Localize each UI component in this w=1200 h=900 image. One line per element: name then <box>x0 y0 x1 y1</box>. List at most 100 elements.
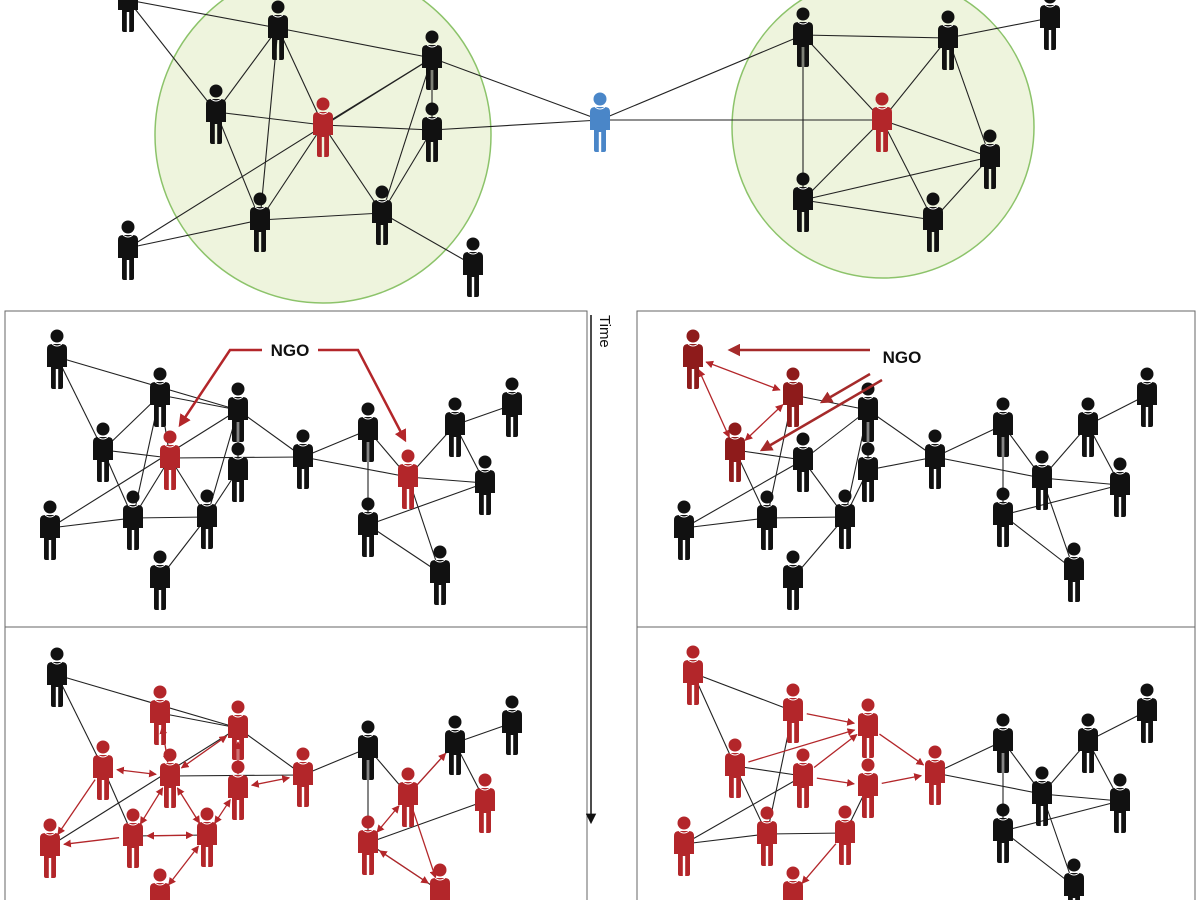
network-edge <box>683 459 804 529</box>
network-edge <box>1002 800 1121 832</box>
person-icon <box>783 550 803 610</box>
person-icon <box>118 220 138 280</box>
influence-arrow <box>881 773 923 784</box>
person-icon <box>475 773 495 833</box>
network-edge <box>881 119 934 221</box>
ngo-label-left: NGO <box>271 341 310 360</box>
person-icon <box>268 0 288 60</box>
network-edge <box>277 27 433 59</box>
network-edge <box>766 832 846 835</box>
influence-arrow <box>176 787 201 824</box>
person-icon <box>757 490 777 550</box>
network-edge <box>259 124 324 221</box>
influence-arrow <box>57 779 96 836</box>
person-icon <box>398 767 418 827</box>
influence-arrow <box>879 733 925 766</box>
person-icon <box>674 500 694 560</box>
person-icon <box>1137 367 1157 427</box>
ngo-arrow-left-1 <box>178 348 262 428</box>
network-edge <box>683 775 804 845</box>
person-icon <box>1110 773 1130 833</box>
network-edge <box>56 356 104 451</box>
person-icon <box>93 422 113 482</box>
network-edge <box>802 199 934 221</box>
person-icon <box>1064 858 1084 900</box>
person-icon <box>228 700 248 760</box>
network-edge <box>431 119 601 131</box>
network-edge <box>692 672 794 712</box>
person-icon <box>1078 713 1098 773</box>
influence-arrow <box>801 843 837 884</box>
influence-arrow <box>146 831 194 840</box>
person-icon <box>1040 0 1060 50</box>
network-edge <box>56 674 239 729</box>
network-edge <box>692 672 736 767</box>
network-edge <box>947 17 1051 39</box>
person-icon <box>358 815 378 875</box>
influence-arrow <box>806 713 856 726</box>
person-icon <box>47 329 67 389</box>
person-icon <box>160 430 180 490</box>
network-edge <box>56 356 239 411</box>
network-edge <box>322 124 383 214</box>
network-edge <box>381 212 474 266</box>
person-icon <box>293 747 313 807</box>
network-edge <box>215 27 279 113</box>
influence-arrow <box>416 752 447 786</box>
network-edge <box>259 212 383 221</box>
network-edge <box>159 394 239 411</box>
network-edge <box>1002 830 1075 887</box>
person-icon <box>206 84 226 144</box>
network-edge <box>367 482 486 526</box>
person-icon <box>160 748 180 808</box>
person-icon <box>1137 683 1157 743</box>
influence-arrow <box>744 404 784 441</box>
influence-arrow <box>214 799 231 824</box>
influence-arrow <box>116 766 157 778</box>
person-icon <box>980 129 1000 189</box>
network-edge <box>277 27 324 126</box>
network-edge <box>683 517 768 529</box>
person-icon <box>422 30 442 90</box>
network-edge <box>881 37 949 121</box>
influence-arrow <box>63 837 120 848</box>
person-icon <box>228 442 248 502</box>
network-edge <box>127 219 261 249</box>
network-edge <box>132 516 208 519</box>
person-icon <box>358 497 378 557</box>
person-icon <box>793 172 813 232</box>
influence-arrow <box>698 369 730 438</box>
person-icon <box>872 92 892 152</box>
person-icon <box>150 685 170 745</box>
person-icon <box>1064 542 1084 602</box>
network-edge <box>431 57 601 121</box>
influence-arrow <box>376 805 400 833</box>
person-icon <box>725 738 745 798</box>
ngo-label-right: NGO <box>883 348 922 367</box>
person-icon <box>793 7 813 67</box>
network-edge <box>766 516 846 519</box>
network-edge <box>49 517 134 529</box>
person-icon <box>993 713 1013 773</box>
network-edge <box>934 456 1043 479</box>
ngo-callout-right: NGO <box>727 343 922 452</box>
network-edge <box>802 34 883 121</box>
person-icon <box>725 422 745 482</box>
person-icon <box>502 695 522 755</box>
person-icon <box>228 760 248 820</box>
network-edge <box>947 37 991 158</box>
person-icon <box>835 489 855 549</box>
network-edge <box>407 476 486 484</box>
person-icon <box>858 698 878 758</box>
person-icon <box>925 429 945 489</box>
network-edge <box>237 409 304 458</box>
network-edge <box>367 524 441 574</box>
person-icon <box>683 329 703 389</box>
network-edge <box>867 456 936 471</box>
network-edge <box>1041 477 1121 486</box>
network-edge <box>215 111 261 221</box>
network-edge <box>215 111 324 126</box>
person-icon <box>674 816 694 876</box>
person-icon <box>422 102 442 162</box>
